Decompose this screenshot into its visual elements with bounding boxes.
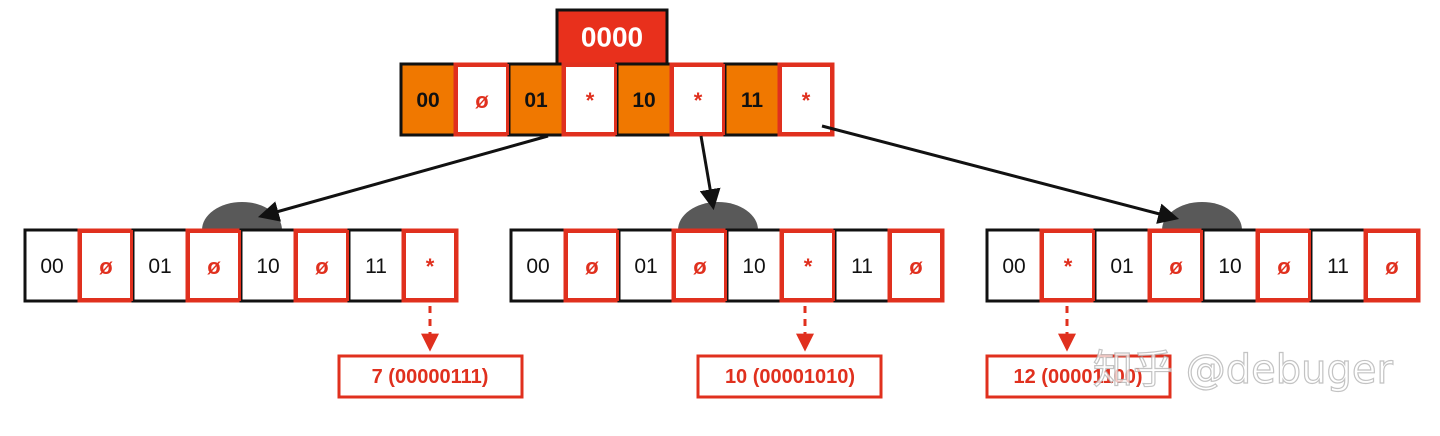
slot-cell-border [671,64,725,135]
slot-cell-border [781,230,835,301]
slot-cell-border [403,230,457,301]
slot-label-empty: ø [1385,254,1399,279]
key-cell-01 [1093,228,1151,303]
pointer-arrows [257,124,1180,224]
leaf-label-7: 7 (00000111) [372,366,489,388]
pointer-arrow-01 [257,134,549,222]
key-label-11: 11 [851,255,873,278]
leaf-values: 7 (00000111) 10 (00001010) 12 (00001100) [337,354,1172,399]
slot-cell-border [295,230,349,301]
slot-label-empty: ø [585,254,599,279]
key-label-01: 01 [634,255,657,278]
key-label-01: 01 [1110,255,1133,278]
slot-cell-border [889,230,943,301]
key-cell-00 [23,228,81,303]
root-label: 0000 [581,22,643,53]
key-label-10: 10 [632,89,655,112]
key-label-11: 11 [741,89,764,112]
slot-label-empty: ø [1169,254,1183,279]
slot-label-empty: ø [693,254,707,279]
key-label-10: 10 [1218,255,1241,278]
watermark: 知乎 @debuger [1093,347,1393,393]
key-cell-00 [399,62,457,137]
slot-label-empty: ø [315,254,329,279]
key-cell-10 [725,228,783,303]
slot-label-pointer: * [426,254,435,279]
root-node: 0000 [555,8,669,66]
slot-cell-border [1149,230,1203,301]
key-cell-00 [985,228,1043,303]
key-label-01: 01 [148,255,171,278]
child-node-11: 00 * 01 ø 10 ø 11 ø [985,228,1421,303]
key-label-01: 01 [524,89,548,112]
key-label-00: 00 [526,255,549,278]
slot-cell-border [673,230,727,301]
key-label-00: 00 [40,255,63,278]
key-cell-11 [1309,228,1367,303]
child-node-00: 00 ø 01 ø 10 ø 11 * [23,228,459,303]
slot-cell-border [1257,230,1311,301]
slot-cell-border [79,230,133,301]
key-label-00: 00 [1002,255,1025,278]
child-node-01: 00 ø 01 ø 10 * 11 ø [509,228,945,303]
slot-label-pointer: * [694,88,703,113]
slot-cell-border [187,230,241,301]
slot-cell-border [1041,230,1095,301]
leaf-label-12: 12 (00001100) [1013,366,1142,388]
slot-label-pointer: * [586,88,595,113]
node-hump [1162,202,1242,230]
slot-label-empty: ø [207,254,221,279]
key-label-10: 10 [742,255,765,278]
key-label-11: 11 [1327,255,1349,278]
key-label-10: 10 [256,255,279,278]
slot-label-empty: ø [909,254,923,279]
root-cell-row: 00 ø 01 * 10 * 11 * [399,62,835,137]
leaf-box-7 [337,354,524,399]
key-cell-11 [347,228,405,303]
slot-cell-border [563,64,617,135]
slot-cell-border [779,64,833,135]
leaf-label-10: 10 (00001010) [725,366,855,388]
slot-label-empty: ø [1277,254,1291,279]
node-hump [678,202,758,230]
pointer-arrow-10 [699,135,721,211]
slot-cell-border [565,230,619,301]
node-connector-humps [202,202,1242,230]
slot-label-pointer: * [804,254,813,279]
slot-label-empty: ø [99,254,113,279]
slot-label-empty: ø [475,88,489,113]
slot-cell-border [455,64,509,135]
key-cell-10 [1201,228,1259,303]
pointer-arrow-11 [821,124,1180,224]
slot-label-pointer: * [802,88,811,113]
key-label-00: 00 [416,89,439,112]
key-label-11: 11 [365,255,387,278]
leaf-arrows [421,306,1076,352]
node-hump [202,202,282,230]
leaf-box-12 [985,354,1172,399]
leaf-box-10 [696,354,883,399]
key-cell-00 [509,228,567,303]
slot-label-pointer: * [1064,254,1073,279]
slot-cell-border [1365,230,1419,301]
